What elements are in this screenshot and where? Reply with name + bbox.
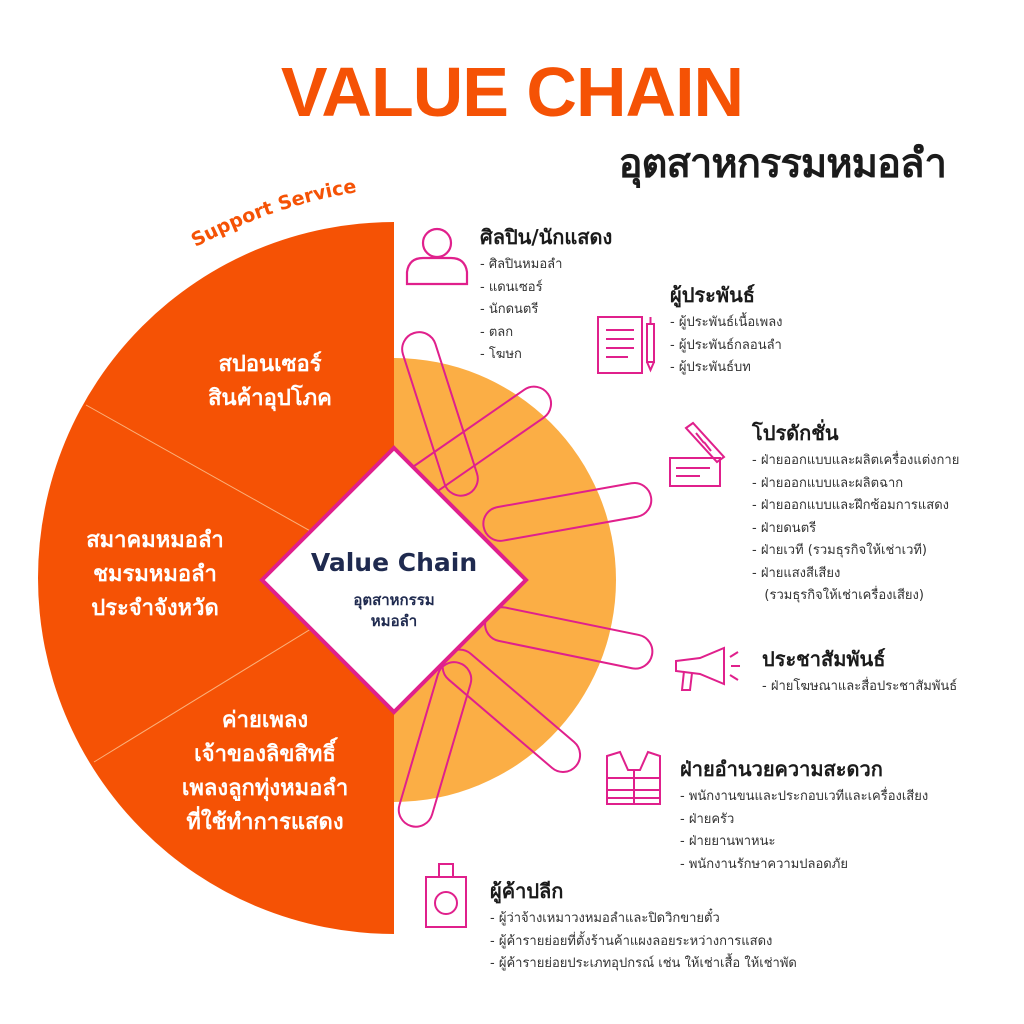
segment-line: เจ้าของลิขสิทธิ์ — [194, 742, 336, 767]
category-item: ตลก — [480, 322, 612, 345]
category-title: ผู้ค้าปลีก — [490, 879, 564, 903]
category-item: ฝ่ายโฆษณาและสื่อประชาสัมพันธ์ — [762, 676, 957, 699]
category-item: ผู้ประพันธ์บท — [670, 357, 783, 380]
center-subtitle: อุตสาหกรรม หมอลำ — [262, 590, 526, 632]
category-item: แดนเซอร์ — [480, 277, 612, 300]
category-item: ศิลปินหมอลำ — [480, 254, 612, 277]
category-title: โปรดักชั่น — [752, 421, 839, 445]
center-subtitle-line: หมอลำ — [370, 612, 418, 630]
segment-line: สมาคมหมอลำ — [86, 528, 224, 553]
category-title: ศิลปิน/นักแสดง — [480, 225, 613, 249]
category-item: ฝ่ายครัว — [680, 809, 928, 832]
category-title: ผู้ประพันธ์ — [670, 283, 755, 307]
category-title: ประชาสัมพันธ์ — [762, 647, 886, 671]
category-item: พนักงานขนและประกอบเวทีและเครื่องเสียง — [680, 786, 928, 809]
segment-line: สปอนเซอร์ — [218, 352, 322, 377]
petal — [397, 661, 473, 828]
center-title: Value Chain — [310, 548, 478, 577]
category-item-continuation: (รวมธุรกิจให้เช่าเครื่องเสียง) — [764, 588, 924, 603]
segment-line: เพลงลูกทุ่งหมอลำ — [181, 776, 349, 801]
category-item: ผู้ประพันธ์กลอนลำ — [670, 335, 783, 358]
category-production: โปรดักชั่น ฝ่ายออกแบบและผลิตเครื่องแต่งก… — [752, 420, 959, 608]
category-item: นักดนตรี — [480, 299, 612, 322]
category-item: ฝ่ายยานพาหนะ — [680, 831, 928, 854]
support-segment-association: สมาคมหมอลำ ชมรมหมอลำ ประจำจังหวัด — [55, 524, 255, 626]
category-item: ผู้ค้ารายย่อยประเภทอุปกรณ์ เช่น ให้เช่าเ… — [490, 953, 797, 976]
category-item: พนักงานรักษาความปลอดภัย — [680, 854, 928, 877]
category-item: ผู้ค้ารายย่อยที่ตั้งร้านค้าแผงลอยระหว่าง… — [490, 931, 797, 954]
category-item: ผู้ประพันธ์เนื้อเพลง — [670, 312, 783, 335]
category-title: ฝ่ายอำนวยความสะดวก — [680, 757, 883, 781]
category-performers: ศิลปิน/นักแสดง ศิลปินหมอลำ แดนเซอร์ นักด… — [480, 224, 612, 367]
segment-line: ประจำจังหวัด — [91, 596, 219, 621]
category-item: ฝ่ายดนตรี — [752, 518, 959, 541]
center-subtitle-line: อุตสาหกรรม — [353, 591, 435, 609]
segment-line: ที่ใช้ทำการแสดง — [186, 810, 344, 835]
vest-icon — [606, 750, 661, 805]
category-item: โฆษก — [480, 344, 612, 367]
category-item: ฝ่ายออกแบบและผลิตฉาก — [752, 473, 959, 496]
center-diamond — [259, 445, 529, 715]
category-item: ฝ่ายออกแบบและฝึกซ้อมการแสดง — [752, 495, 959, 518]
category-composers: ผู้ประพันธ์ ผู้ประพันธ์เนื้อเพลง ผู้ประพ… — [670, 282, 783, 380]
petal — [482, 481, 653, 542]
segment-line: ค่ายเพลง — [221, 708, 309, 733]
category-item: ฝ่ายเวที (รวมธุรกิจให้เช่าเวที) — [752, 540, 959, 563]
clapperboard-icon — [669, 421, 726, 487]
page-subtitle: อุตสาหกรรมหมอลำ — [618, 141, 947, 187]
category-retailers: ผู้ค้าปลีก ผู้ว่าจ้างเหมาวงหมอลำและปิดวิ… — [490, 878, 797, 976]
category-item: ผู้ว่าจ้างเหมาวงหมอลำและปิดวิกขายตั๋ว — [490, 908, 797, 931]
category-item: ฝ่ายออกแบบและผลิตเครื่องแต่งกาย — [752, 450, 960, 473]
shopping-bag-icon — [425, 863, 467, 928]
segment-line: สินค้าอุปโภค — [208, 386, 332, 411]
category-item: ฝ่ายแสงสีเสียง — [752, 563, 959, 586]
petals — [397, 331, 654, 828]
support-segment-label: ค่ายเพลง เจ้าของลิขสิทธิ์ เพลงลูกทุ่งหมอ… — [150, 704, 380, 840]
support-half-disc — [38, 222, 394, 934]
support-segment-sponsor: สปอนเซอร์ สินค้าอุปโภค — [170, 348, 370, 416]
megaphone-icon — [675, 646, 740, 691]
category-public-relations: ประชาสัมพันธ์ ฝ่ายโฆษณาและสื่อประชาสัมพั… — [762, 646, 957, 699]
page-title: VALUE CHAIN — [280, 53, 744, 131]
person-icon — [405, 227, 469, 286]
segment-line: ชมรมหมอลำ — [93, 562, 217, 587]
category-facilities: ฝ่ายอำนวยความสะดวก พนักงานขนและประกอบเวท… — [680, 756, 928, 876]
petal — [401, 331, 479, 497]
